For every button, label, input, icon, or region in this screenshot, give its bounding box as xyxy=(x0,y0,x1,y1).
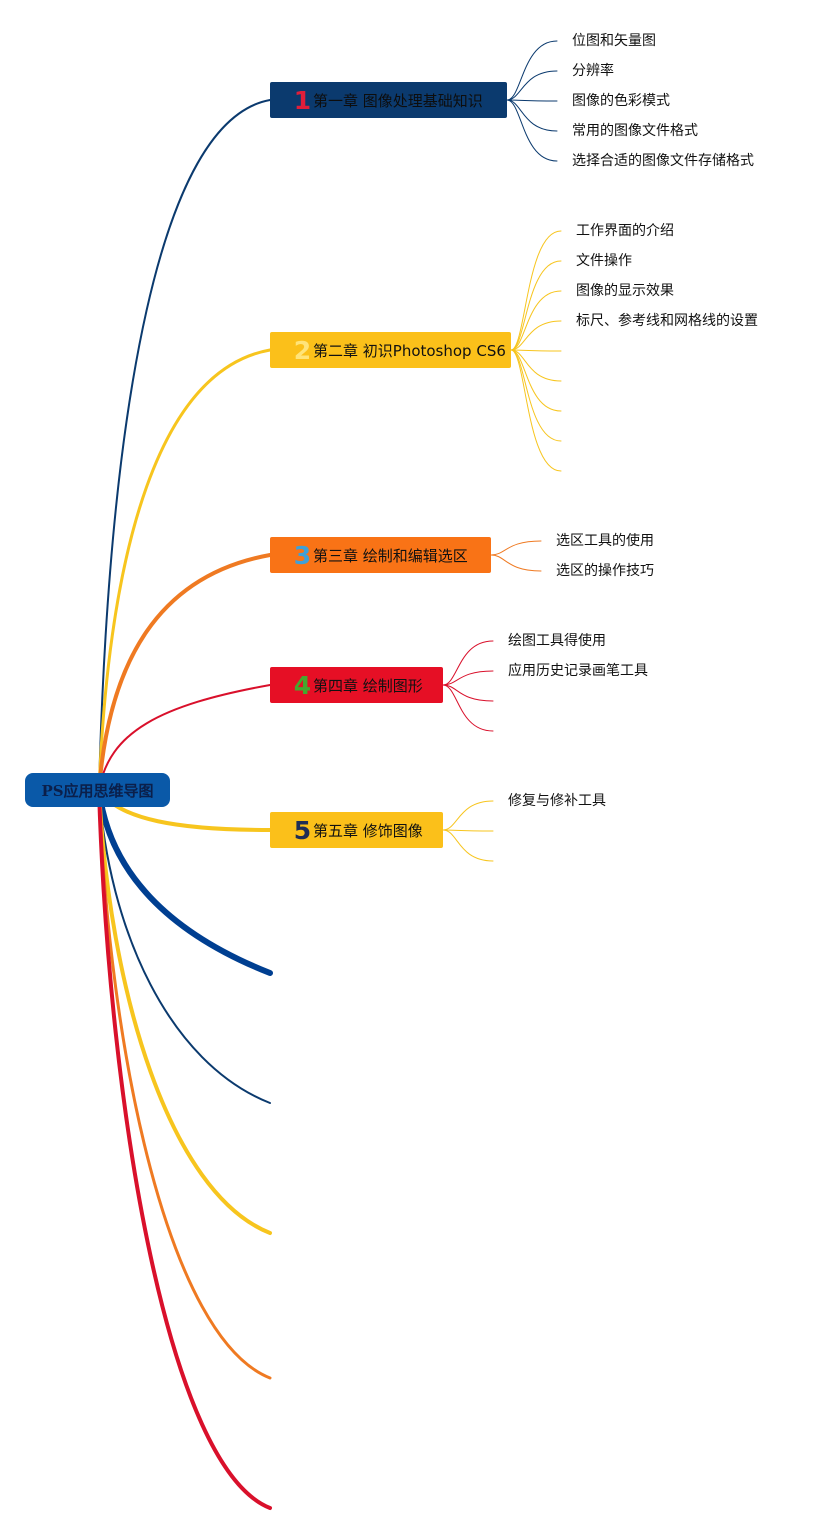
subtopic-label[interactable]: 选择合适的图像文件存储格式 xyxy=(572,153,754,169)
subtopic-label[interactable]: 常用的图像文件格式 xyxy=(572,123,698,139)
chapter-2-node[interactable]: 2 第二章 初识Photoshop CS6 xyxy=(270,332,511,368)
subtopic-label[interactable]: 选区工具的使用 xyxy=(556,533,654,549)
subtopic-branch-line xyxy=(510,349,562,472)
subtopic-branch-line xyxy=(442,829,494,862)
empty-branch-line xyxy=(98,789,271,1104)
chapter-branch-line xyxy=(98,99,271,791)
chapter-title: 第三章 绘制和编辑选区 xyxy=(313,546,468,565)
chapter-branch-line xyxy=(97,348,272,792)
root-node[interactable]: PS应用思维导图 xyxy=(25,773,170,807)
subtopic-branch-line xyxy=(442,829,494,832)
subtopic-branch-line xyxy=(510,260,562,351)
subtopic-branch-line xyxy=(510,349,562,352)
subtopic-label[interactable]: 分辨率 xyxy=(572,63,614,79)
subtopic-label[interactable]: 标尺、参考线和网格线的设置 xyxy=(576,313,758,329)
subtopic-branch-line xyxy=(506,99,558,132)
empty-branch-line xyxy=(97,788,272,1510)
chapter-number-badge: 2 xyxy=(293,335,312,365)
chapter-number-badge: 1 xyxy=(293,85,312,115)
subtopic-label[interactable]: 选区的操作技巧 xyxy=(556,563,654,579)
subtopic-branch-line xyxy=(506,99,558,162)
subtopic-branch-line xyxy=(442,684,494,702)
subtopic-branch-line xyxy=(510,320,562,351)
chapter-title: 第一章 图像处理基础知识 xyxy=(313,91,483,110)
chapter-title: 第四章 绘制图形 xyxy=(313,676,423,695)
subtopic-label[interactable]: 文件操作 xyxy=(576,253,632,269)
chapter-5-node[interactable]: 5 第五章 修饰图像 xyxy=(270,812,443,848)
chapter-branch-line xyxy=(97,553,272,792)
subtopic-label[interactable]: 绘图工具得使用 xyxy=(508,633,606,649)
subtopic-label[interactable]: 图像的色彩模式 xyxy=(572,93,670,109)
subtopic-branch-line xyxy=(506,40,558,101)
chapter-number-badge: 4 xyxy=(293,670,312,700)
empty-branch-line xyxy=(97,788,272,1235)
chapter-title: 第二章 初识Photoshop CS6 xyxy=(313,341,506,360)
chapter-3-node[interactable]: 3 第三章 绘制和编辑选区 xyxy=(270,537,491,573)
subtopic-branch-line xyxy=(510,349,562,382)
subtopic-label[interactable]: 图像的显示效果 xyxy=(576,283,674,299)
subtopic-label[interactable]: 修复与修补工具 xyxy=(508,793,606,809)
chapter-branch-line xyxy=(98,684,271,791)
chapter-title: 第五章 修饰图像 xyxy=(313,821,423,840)
subtopic-branch-line xyxy=(510,230,562,351)
subtopic-branch-line xyxy=(490,540,542,556)
chapter-4-node[interactable]: 4 第四章 绘制图形 xyxy=(270,667,443,703)
subtopic-branch-line xyxy=(442,640,494,686)
empty-branch-line xyxy=(96,787,273,976)
subtopic-label[interactable]: 工作界面的介绍 xyxy=(576,223,674,239)
subtopic-branch-line xyxy=(442,684,494,732)
subtopic-branch-line xyxy=(442,670,494,686)
root-label: PS应用思维导图 xyxy=(41,781,154,800)
subtopic-branch-line xyxy=(506,70,558,101)
chapter-number-badge: 3 xyxy=(293,540,312,570)
chapter-number-badge: 5 xyxy=(293,815,312,845)
subtopic-label[interactable]: 位图和矢量图 xyxy=(572,33,656,49)
empty-branch-line xyxy=(97,788,272,1380)
subtopic-branch-line xyxy=(490,554,542,572)
subtopic-branch-line xyxy=(442,800,494,831)
subtopic-branch-line xyxy=(506,99,558,102)
chapter-1-node[interactable]: 1 第一章 图像处理基础知识 xyxy=(270,82,507,118)
subtopic-label[interactable]: 应用历史记录画笔工具 xyxy=(508,663,648,679)
subtopic-branch-line xyxy=(510,290,562,351)
